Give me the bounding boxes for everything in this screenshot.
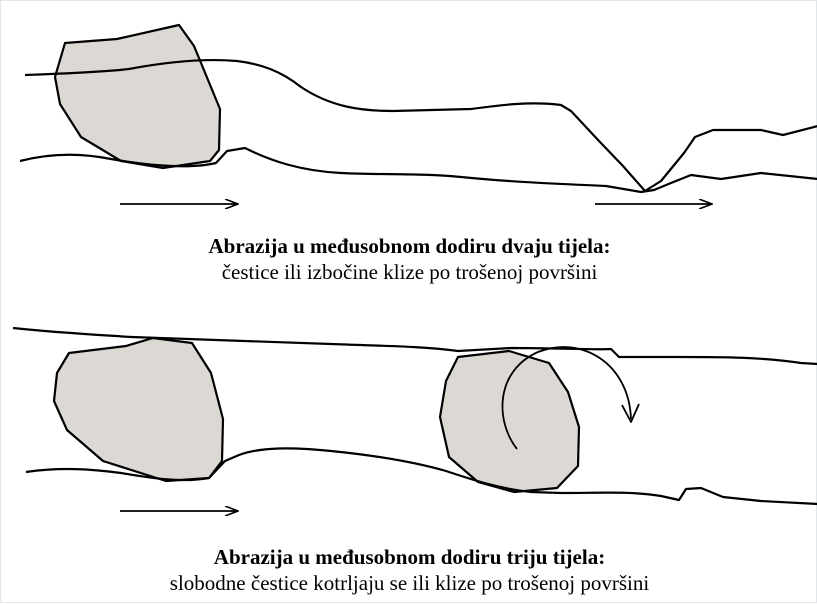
three-body-subtitle: slobodne čestice kotrljaju se ili klize … — [1, 570, 817, 596]
rolling-particle — [440, 351, 579, 492]
two-body-subtitle: čestice ili izbočine klize po trošenoj p… — [1, 259, 817, 285]
two-body-title: Abrazija u međusobnom dodiru dvaju tijel… — [1, 233, 817, 259]
three-body-panel — [13, 328, 817, 511]
two-body-panel — [20, 25, 817, 204]
three-body-title: Abrazija u međusobnom dodiru triju tijel… — [1, 544, 817, 570]
three-body-caption: Abrazija u međusobnom dodiru triju tijel… — [1, 544, 817, 596]
sliding-particle-three-body — [54, 338, 223, 481]
sliding-particle-two-body — [55, 25, 220, 168]
two-body-caption: Abrazija u međusobnom dodiru dvaju tijel… — [1, 233, 817, 285]
